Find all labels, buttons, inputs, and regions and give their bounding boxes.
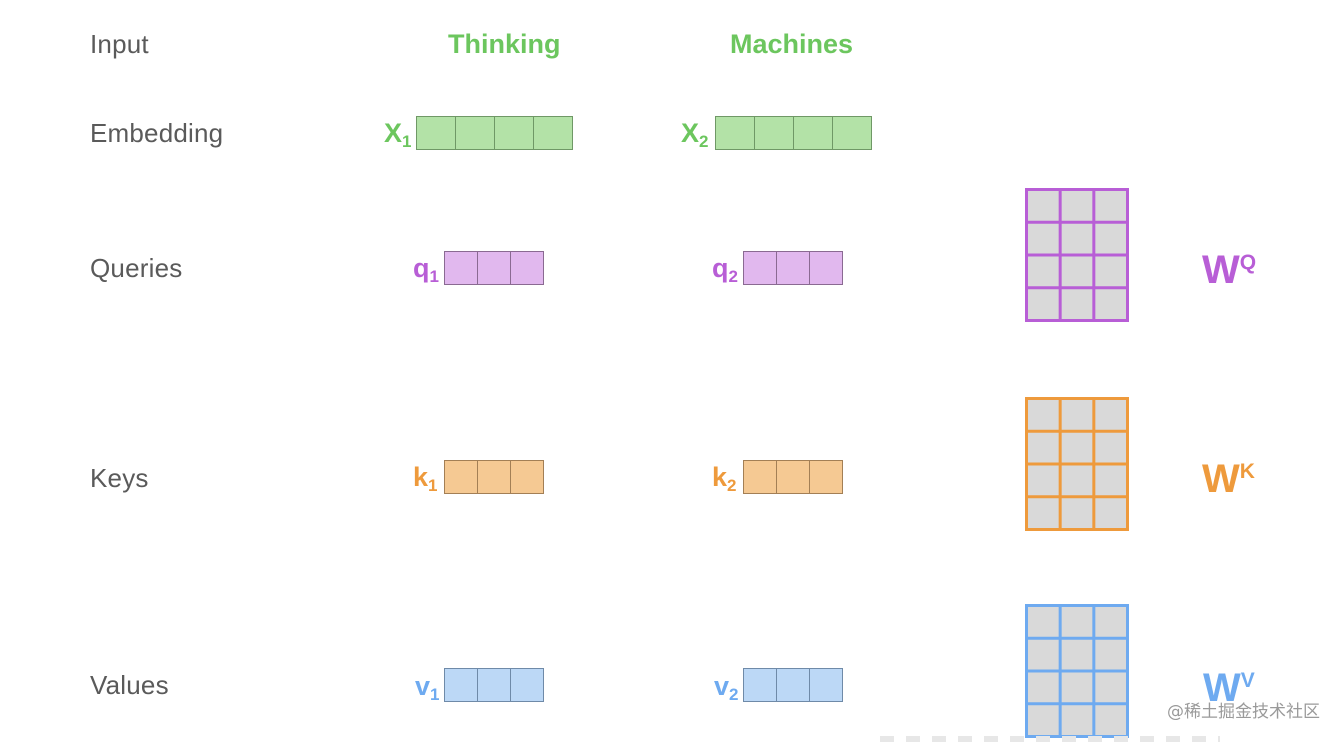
vector-cell bbox=[716, 117, 754, 149]
vector-cell bbox=[455, 117, 494, 149]
symbol-v1: v1 bbox=[415, 671, 440, 704]
matrix-cell bbox=[1061, 639, 1093, 670]
symbol-k1: k1 bbox=[413, 462, 438, 495]
matrix-cell bbox=[1061, 223, 1093, 254]
symbol-q2: q2 bbox=[712, 253, 738, 286]
vector-cell bbox=[754, 117, 793, 149]
matrix-cell bbox=[1028, 672, 1059, 703]
value-vector-v2 bbox=[743, 668, 843, 702]
value-vector-v1 bbox=[444, 668, 544, 702]
vector-cell bbox=[510, 252, 543, 284]
vector-cell bbox=[776, 669, 809, 701]
matrix-cell bbox=[1095, 498, 1126, 528]
matrix-cell bbox=[1095, 400, 1126, 430]
vector-cell bbox=[510, 461, 543, 493]
key-vector-k2 bbox=[743, 460, 843, 494]
vector-cell bbox=[744, 252, 776, 284]
symbol-q1: q1 bbox=[413, 253, 439, 286]
matrix-cell bbox=[1028, 498, 1059, 528]
matrix-cell bbox=[1028, 256, 1059, 287]
query-vector-q2 bbox=[743, 251, 843, 285]
matrix-cell bbox=[1095, 705, 1126, 735]
vector-cell bbox=[776, 252, 809, 284]
matrix-cell bbox=[1061, 607, 1093, 637]
matrix-cell bbox=[1061, 705, 1093, 735]
vector-cell bbox=[776, 461, 809, 493]
matrix-cell bbox=[1028, 639, 1059, 670]
matrix-cell bbox=[1095, 256, 1126, 287]
weight-label-wk: WK bbox=[1202, 457, 1255, 501]
watermark: @稀土掘金技术社区 bbox=[1167, 702, 1320, 722]
vector-cell bbox=[533, 117, 572, 149]
weight-label-wv: WV bbox=[1203, 666, 1255, 710]
faint-caption-remnant bbox=[880, 736, 1220, 742]
symbol-v2: v2 bbox=[714, 671, 739, 704]
weight-matrix-wq bbox=[1025, 188, 1129, 322]
matrix-cell bbox=[1028, 705, 1059, 735]
vector-cell bbox=[494, 117, 533, 149]
vector-cell bbox=[793, 117, 832, 149]
query-vector-q1 bbox=[444, 251, 544, 285]
matrix-cell bbox=[1095, 223, 1126, 254]
weight-matrix-wk bbox=[1025, 397, 1129, 531]
embedding-vector-x2 bbox=[715, 116, 872, 150]
row-label-queries: Queries bbox=[90, 253, 183, 283]
matrix-cell bbox=[1028, 607, 1059, 637]
symbol-x1: X1 bbox=[384, 118, 412, 151]
vector-cell bbox=[417, 117, 455, 149]
symbol-k2: k2 bbox=[712, 462, 737, 495]
matrix-cell bbox=[1028, 289, 1059, 319]
weight-matrix-wv bbox=[1025, 604, 1129, 738]
vector-cell bbox=[477, 461, 510, 493]
matrix-cell bbox=[1061, 400, 1093, 430]
vector-cell bbox=[809, 461, 842, 493]
vector-cell bbox=[477, 669, 510, 701]
row-label-input: Input bbox=[90, 29, 149, 59]
input-word-machines: Machines bbox=[730, 29, 854, 59]
matrix-cell bbox=[1028, 432, 1059, 463]
matrix-cell bbox=[1061, 498, 1093, 528]
matrix-cell bbox=[1061, 256, 1093, 287]
matrix-cell bbox=[1028, 465, 1059, 496]
row-label-values: Values bbox=[90, 670, 169, 700]
matrix-cell bbox=[1061, 672, 1093, 703]
matrix-cell bbox=[1028, 191, 1059, 221]
matrix-cell bbox=[1095, 191, 1126, 221]
matrix-cell bbox=[1028, 223, 1059, 254]
embedding-vector-x1 bbox=[416, 116, 573, 150]
matrix-cell bbox=[1095, 465, 1126, 496]
vector-cell bbox=[445, 252, 477, 284]
vector-cell bbox=[477, 252, 510, 284]
matrix-cell bbox=[1095, 432, 1126, 463]
symbol-x2: X2 bbox=[681, 118, 709, 151]
input-word-thinking: Thinking bbox=[448, 29, 561, 59]
matrix-cell bbox=[1061, 191, 1093, 221]
row-label-embedding: Embedding bbox=[90, 118, 224, 148]
matrix-cell bbox=[1028, 400, 1059, 430]
vector-cell bbox=[510, 669, 543, 701]
matrix-cell bbox=[1061, 289, 1093, 319]
vector-cell bbox=[809, 669, 842, 701]
matrix-cell bbox=[1095, 607, 1126, 637]
vector-cell bbox=[809, 252, 842, 284]
vector-cell bbox=[744, 461, 776, 493]
matrix-cell bbox=[1061, 465, 1093, 496]
matrix-cell bbox=[1095, 289, 1126, 319]
vector-cell bbox=[832, 117, 871, 149]
vector-cell bbox=[744, 669, 776, 701]
matrix-cell bbox=[1095, 639, 1126, 670]
vector-cell bbox=[445, 461, 477, 493]
key-vector-k1 bbox=[444, 460, 544, 494]
matrix-cell bbox=[1061, 432, 1093, 463]
vector-cell bbox=[445, 669, 477, 701]
row-label-keys: Keys bbox=[90, 463, 149, 493]
weight-label-wq: WQ bbox=[1202, 248, 1257, 292]
matrix-cell bbox=[1095, 672, 1126, 703]
